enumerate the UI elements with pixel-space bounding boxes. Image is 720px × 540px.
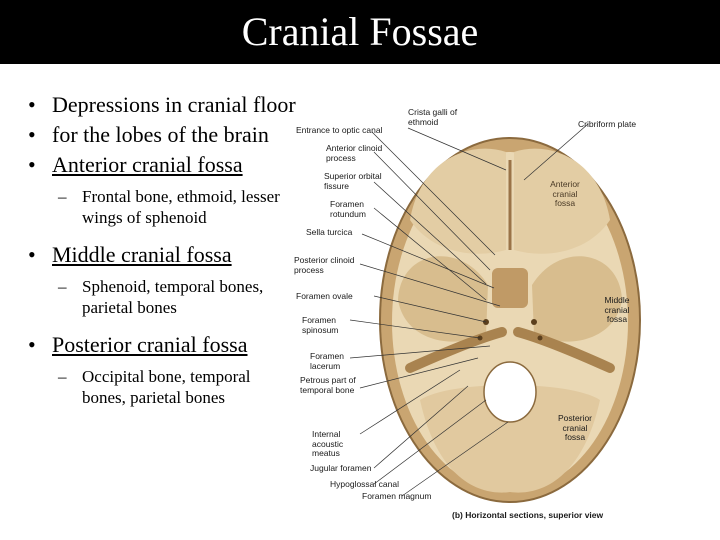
bullet-list: Depressions in cranial floor for the lob…	[24, 92, 296, 422]
figure-caption: (b) Horizontal sections, superior view	[452, 510, 603, 520]
title-bar: Cranial Fossae	[0, 0, 720, 64]
label-foramen-lacerum: Foramen lacerum	[310, 352, 352, 371]
label-anterior-clinoid: Anterior clinoid process	[326, 144, 390, 163]
sub-bullet-text: Frontal bone, ethmoid, lesser wings of s…	[82, 187, 280, 227]
sub-bullet-item: Sphenoid, temporal bones, parietal bones	[24, 276, 296, 318]
label-petrous-part: Petrous part of temporal bone	[300, 376, 362, 395]
bullet-text: Anterior cranial fossa	[52, 152, 243, 177]
bullet-item: Depressions in cranial floor	[24, 92, 296, 118]
label-foramen-magnum: Foramen magnum	[362, 492, 431, 502]
bullet-text: for the lobes of the brain	[52, 122, 269, 147]
foramen-magnum-hole	[484, 362, 536, 422]
bullet-text: Middle cranial fossa	[52, 242, 232, 267]
label-foramen-rotundum: Foramen rotundum	[330, 200, 382, 219]
label-cribriform-plate: Cribriform plate	[578, 120, 636, 130]
bullet-item: Posterior cranial fossa	[24, 332, 296, 358]
foramen-spinosum-right	[538, 336, 543, 341]
label-posterior-clinoid: Posterior clinoid process	[294, 256, 360, 275]
sub-bullet-item: Occipital bone, temporal bones, parietal…	[24, 366, 296, 408]
label-crista-galli: Crista galli of ethmoid	[408, 108, 470, 127]
label-anterior-cranial-fossa: Anterior cranial fossa	[542, 180, 588, 209]
bullet-item: Anterior cranial fossa	[24, 152, 296, 178]
bullet-item: for the lobes of the brain	[24, 122, 296, 148]
label-sella-turcica: Sella turcica	[306, 228, 352, 238]
label-superior-orbital-fissure: Superior orbital fissure	[324, 172, 388, 191]
bullet-text: Depressions in cranial floor	[52, 92, 296, 117]
label-jugular-foramen: Jugular foramen	[310, 464, 371, 474]
label-posterior-cranial-fossa: Posterior cranial fossa	[552, 414, 598, 443]
foramen-ovale-right	[531, 319, 537, 325]
label-foramen-ovale: Foramen ovale	[296, 292, 353, 302]
label-internal-acoustic-meatus: Internal acoustic meatus	[312, 430, 368, 459]
label-hypoglossal-canal: Hypoglossal canal	[330, 480, 399, 490]
label-middle-cranial-fossa: Middle cranial fossa	[596, 296, 638, 325]
slide-title: Cranial Fossae	[0, 0, 720, 64]
sub-bullet-text: Sphenoid, temporal bones, parietal bones	[82, 277, 263, 317]
sella-turcica-shape	[492, 268, 528, 308]
bullet-text: Posterior cranial fossa	[52, 332, 248, 357]
bullet-item: Middle cranial fossa	[24, 242, 296, 268]
label-foramen-spinosum: Foramen spinosum	[302, 316, 352, 335]
sub-bullet-text: Occipital bone, temporal bones, parietal…	[82, 367, 251, 407]
skull-base-figure: Entrance to optic canal Crista galli of …	[290, 100, 670, 530]
sub-bullet-item: Frontal bone, ethmoid, lesser wings of s…	[24, 186, 296, 228]
label-entrance-optic-canal: Entrance to optic canal	[296, 126, 382, 136]
